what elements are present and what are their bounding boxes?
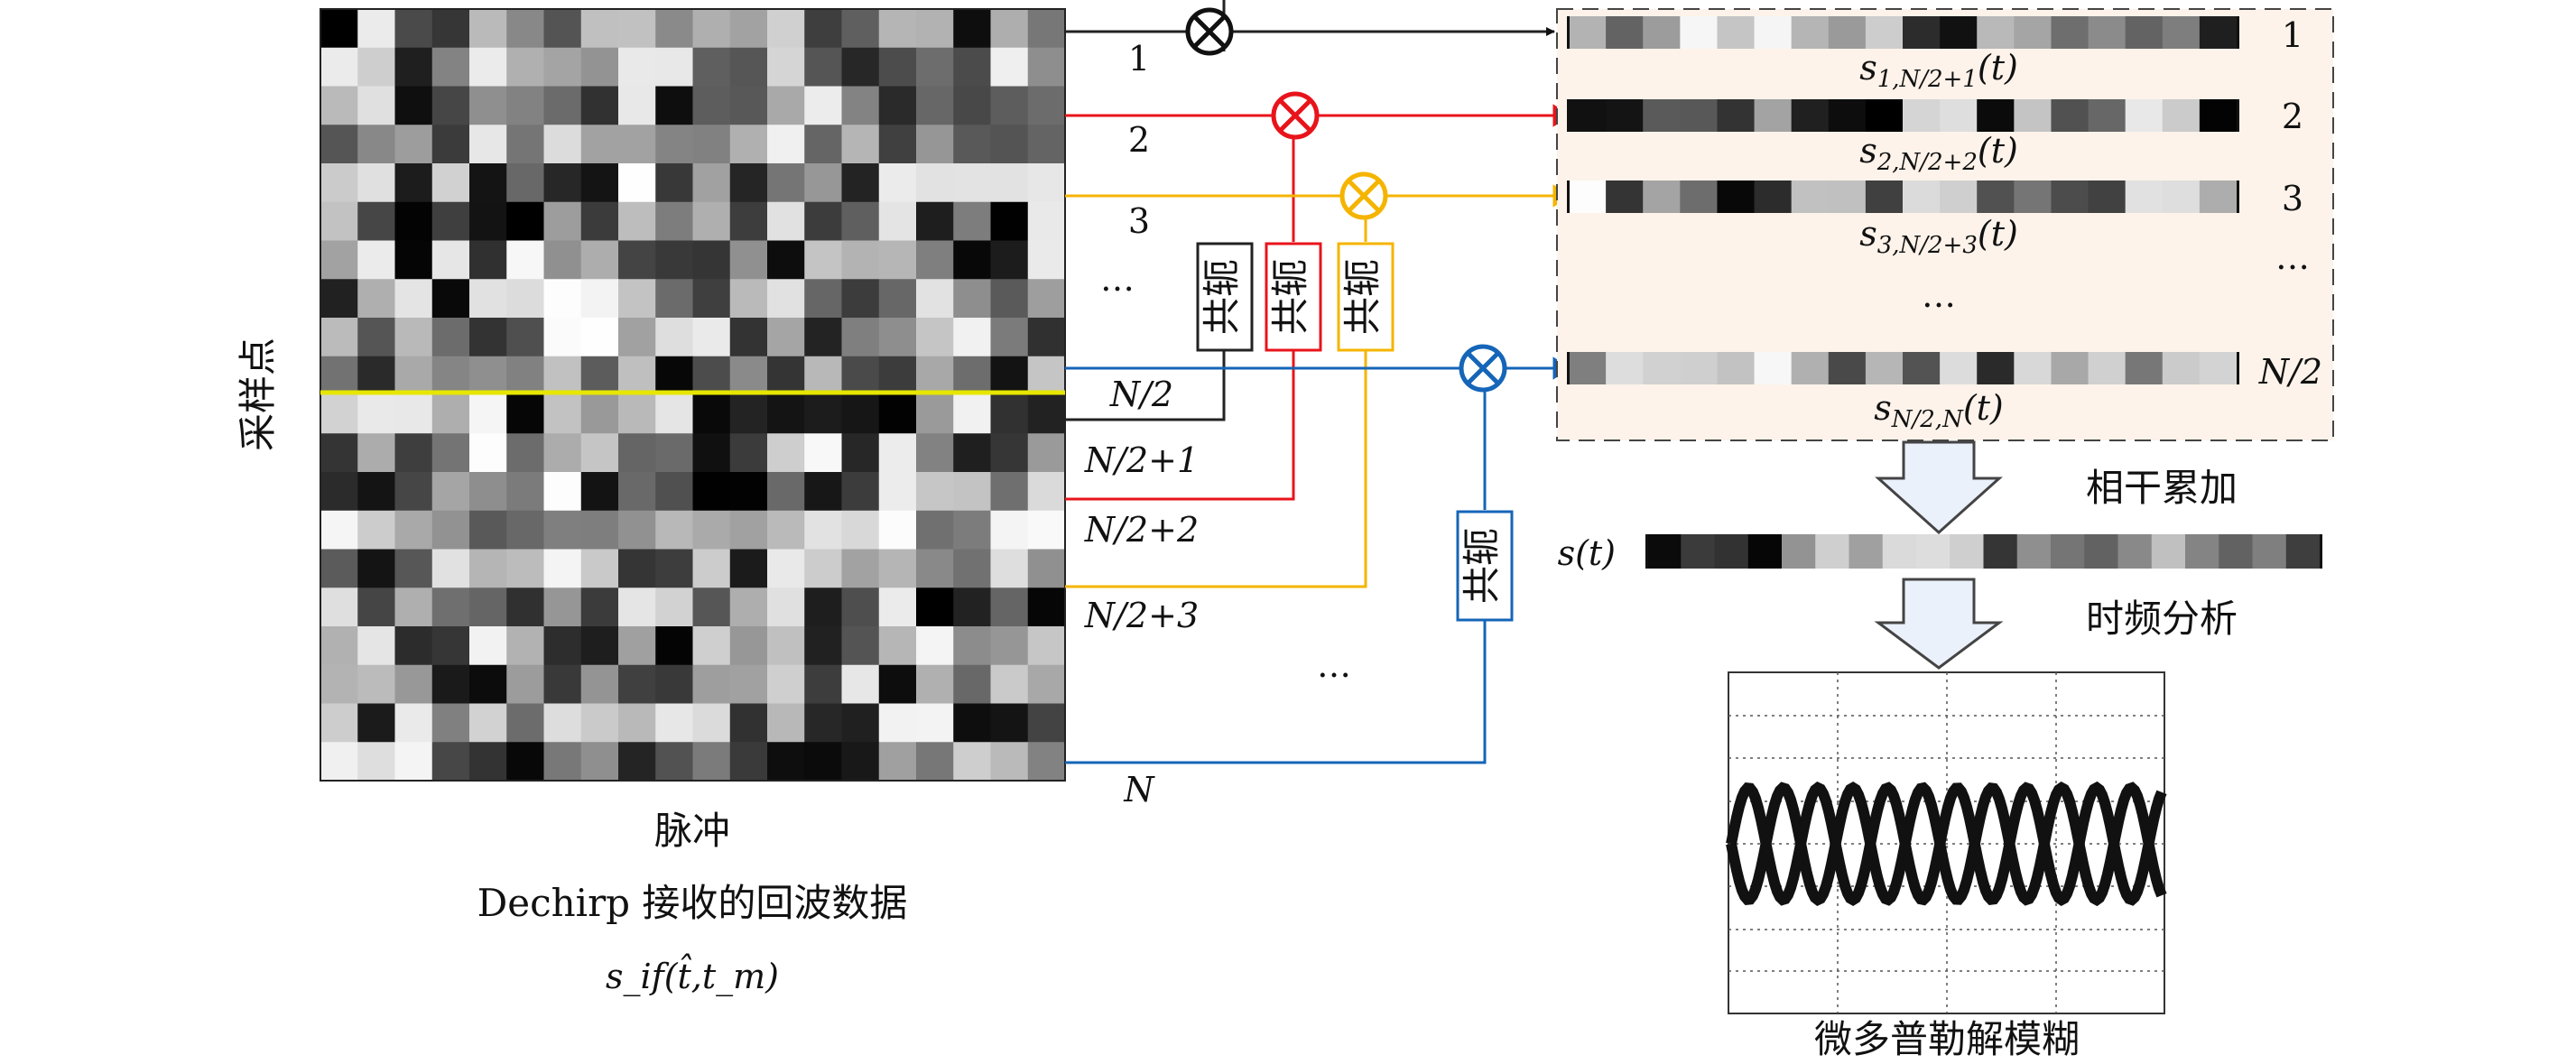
- product-1-signal: s1,N/2+1(t): [1859, 48, 2018, 93]
- conjugate-box-half: 共轭: [1456, 510, 1514, 622]
- row-label-ellipsis-lower: …: [1317, 645, 1351, 685]
- svg-text:共轭: 共轭: [1268, 259, 1312, 335]
- conjugate-box-3: 共轭: [1337, 242, 1395, 352]
- multiplier-1-icon: [1185, 7, 1234, 56]
- y-axis-label: 采样点: [236, 338, 280, 451]
- row-label-2: 2: [1128, 120, 1150, 160]
- row-label-3: 3: [1128, 201, 1150, 241]
- sum-signal-strip: [1645, 534, 2322, 569]
- multiplier-2-icon: [1271, 91, 1320, 140]
- product-1-index: 1: [2282, 15, 2303, 55]
- tf-arrow-icon: [1874, 578, 2004, 670]
- product-3-index: 3: [2282, 179, 2303, 218]
- product-2-index: 2: [2282, 97, 2303, 136]
- product-3-signal: s3,N/2+3(t): [1859, 214, 2018, 259]
- row-label-half-plus-2: N/2+2: [1084, 510, 1199, 550]
- row-label-half: N/2: [1109, 375, 1173, 414]
- product-ellipsis-middle: …: [1922, 275, 1956, 315]
- product-half-signal: sN/2,N(t): [1874, 388, 2004, 433]
- sum-signal-label: s(t): [1558, 533, 1616, 573]
- multiplier-3-icon: [1339, 171, 1388, 220]
- matrix-formula: s_if(t̂,t_m): [606, 954, 779, 997]
- svg-text:共轭: 共轭: [1459, 528, 1504, 604]
- channel-1-wiring: [1065, 0, 1555, 421]
- conjugate-box-1: 共轭: [1196, 242, 1254, 352]
- matrix-caption: Dechirp 接收的回波数据: [477, 881, 908, 925]
- svg-text:共轭: 共轭: [1340, 259, 1385, 335]
- result-caption: 微多普勒解模糊: [1814, 1017, 2080, 1061]
- x-axis-label: 脉冲: [654, 809, 730, 853]
- multiplier-half-icon: [1459, 344, 1507, 393]
- product-strips: [1567, 16, 2239, 384]
- coherent-arrow-icon: [1875, 440, 2003, 535]
- row-label-half-plus-3: N/2+3: [1084, 596, 1199, 635]
- product-2-signal: s2,N/2+2(t): [1859, 131, 2018, 176]
- svg-text:共轭: 共轭: [1200, 259, 1244, 335]
- conjugate-box-2: 共轭: [1265, 242, 1322, 352]
- echo-matrix: [320, 9, 1066, 782]
- row-label-half-plus-1: N/2+1: [1084, 440, 1199, 480]
- tf-analysis-label: 时频分析: [2086, 597, 2238, 641]
- row-label-n: N: [1123, 770, 1155, 810]
- coherent-sum-label: 相干累加: [2086, 466, 2238, 510]
- row-label-1: 1: [1128, 39, 1150, 79]
- product-ellipsis-right: …: [2275, 237, 2310, 277]
- row-label-ellipsis: …: [1100, 259, 1135, 299]
- product-half-index: N/2: [2258, 352, 2322, 392]
- tf-result-plot: [1726, 671, 2167, 1014]
- tf-curve-2: [1726, 781, 2167, 907]
